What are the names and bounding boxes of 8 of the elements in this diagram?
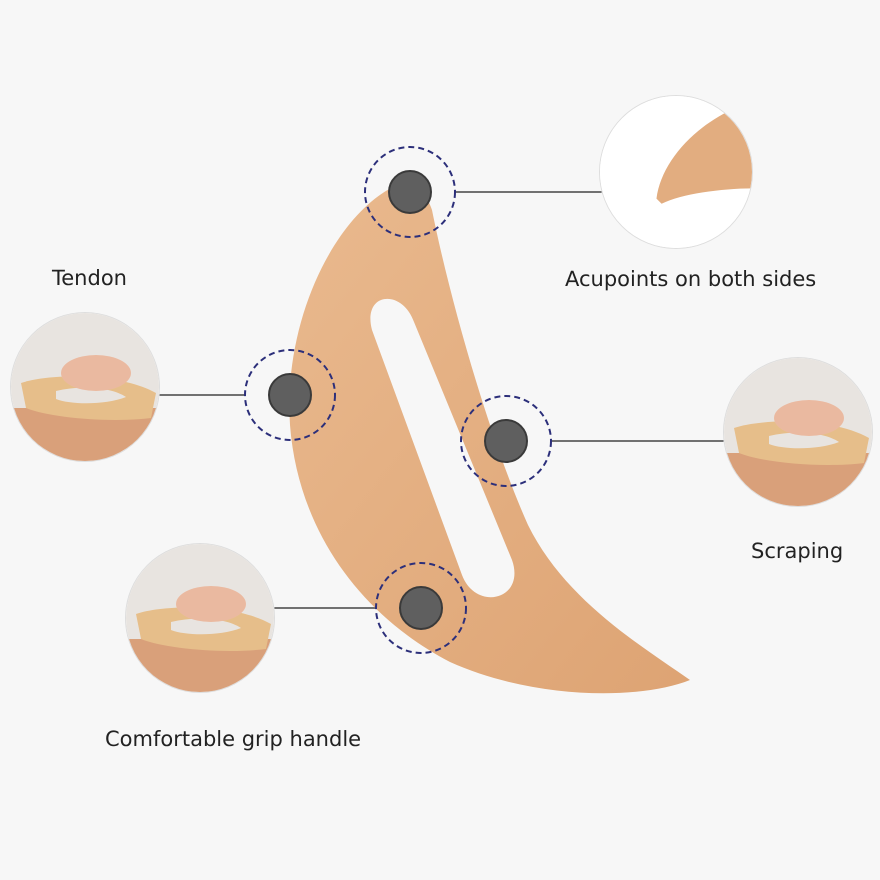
caption-text: Tendon <box>52 266 127 290</box>
leader-line <box>274 607 376 609</box>
caption-text: Scraping <box>751 539 844 563</box>
caption-text: Acupoints on both sides <box>565 267 816 291</box>
leader-line <box>160 394 245 396</box>
caption-text: Comfortable grip handle <box>105 727 362 751</box>
leader-line <box>551 440 724 442</box>
leader-line <box>455 191 602 193</box>
